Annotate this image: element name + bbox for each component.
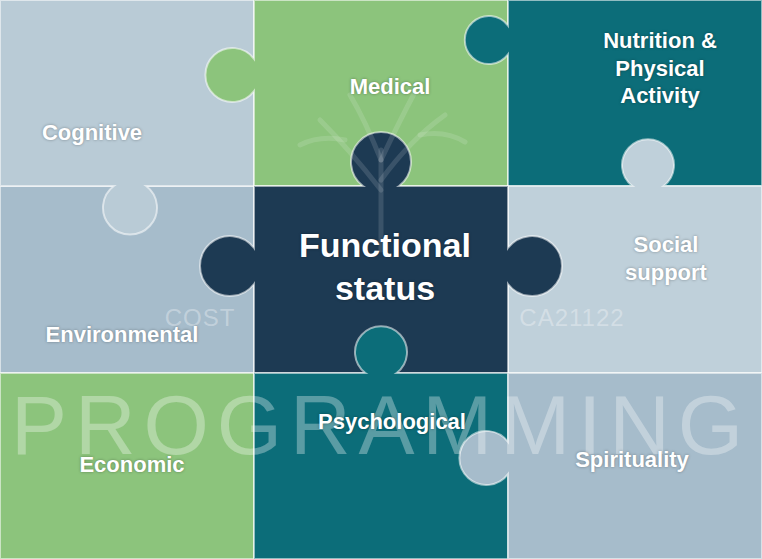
watermark-text: CA21122: [519, 304, 624, 332]
piece-label: Cognitive: [42, 119, 142, 147]
piece-label: Psychological: [318, 408, 466, 436]
piece-label: Environmental: [46, 321, 199, 349]
piece-label: Spirituality: [575, 446, 689, 474]
piece-label: Nutrition & Physical Activity: [575, 27, 745, 110]
piece-label: Economic: [79, 451, 184, 479]
piece-label: Functional status: [270, 224, 500, 309]
piece-label: Social support: [606, 231, 726, 286]
piece-label: Medical: [350, 73, 431, 101]
